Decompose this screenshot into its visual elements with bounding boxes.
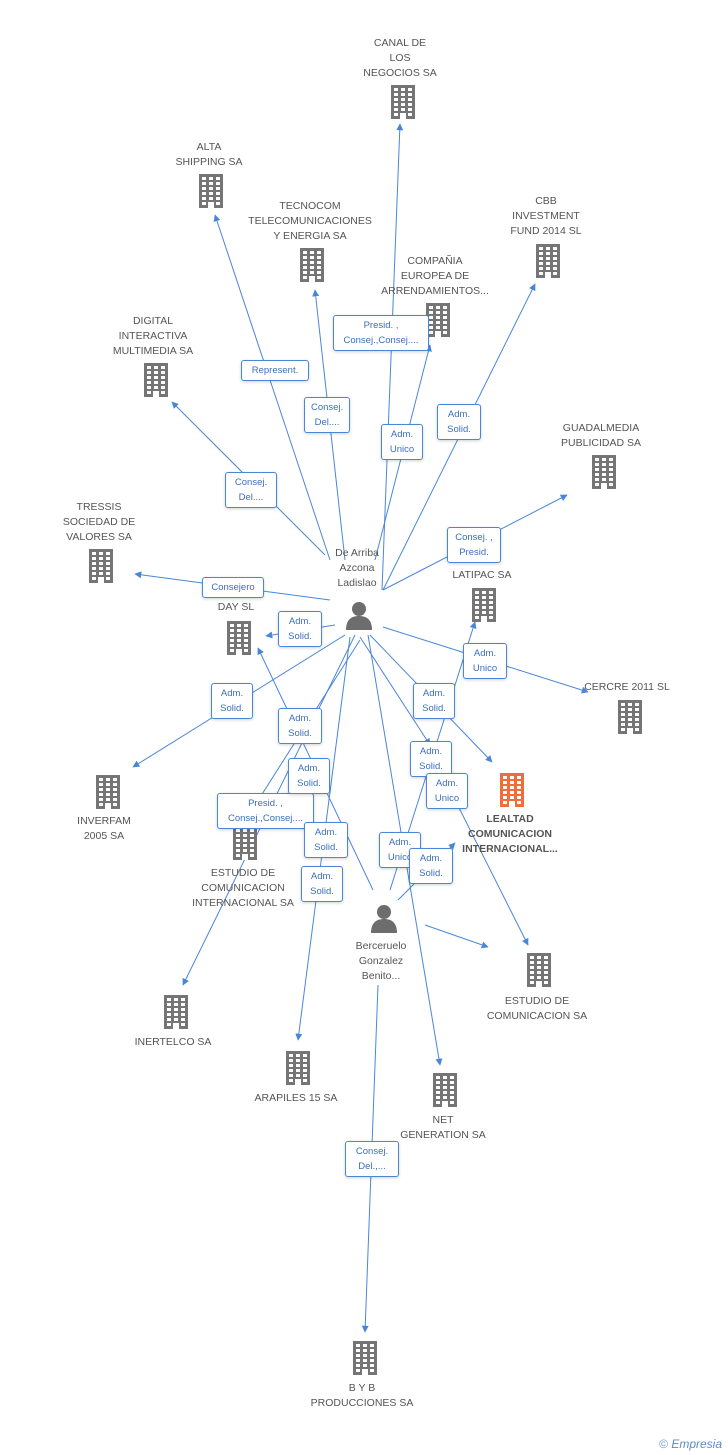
person-icon[interactable] [369,903,399,938]
relation-label[interactable]: Adm. Solid. [288,758,330,794]
person-label[interactable]: Berceruelo Gonzalez Benito... [355,940,407,982]
relation-label[interactable]: Represent. [241,360,309,381]
company-label[interactable]: CBB INVESTMENT FUND 2014 SL [510,195,582,237]
building-icon[interactable] [231,826,259,865]
company-label[interactable]: ARAPILES 15 SA [254,1092,338,1104]
building-icon[interactable] [534,244,562,283]
company-label[interactable]: ESTUDIO DE COMUNICACION SA [486,995,588,1022]
company-label[interactable]: DAY SL [217,601,255,613]
relation-label[interactable]: Presid. , Consej.,Consej.... [333,315,429,351]
building-icon[interactable] [197,174,225,213]
relation-label[interactable]: Adm. Solid. [301,866,343,902]
building-icon[interactable] [525,953,553,992]
relation-label[interactable]: Consej. Del.... [225,472,277,508]
relation-label[interactable]: Adm. Solid. [304,822,348,858]
brand-name: Empresia [671,1437,722,1451]
company-label[interactable]: LATIPAC SA [452,569,512,581]
edge-line [359,636,431,746]
company-label[interactable]: TRESSIS SOCIEDAD DE VALORES SA [62,501,136,543]
relation-label[interactable]: Adm. Unico [426,773,468,809]
building-icon[interactable] [162,995,190,1034]
company-label[interactable]: DIGITAL INTERACTIVA MULTIMEDIA SA [112,315,194,357]
relation-label[interactable]: Adm. Solid. [410,741,452,777]
relation-label[interactable]: Adm. Solid. [409,848,453,884]
building-icon[interactable] [142,363,170,402]
relation-label[interactable]: Consej. Del.,... [345,1141,399,1177]
building-icon[interactable] [225,621,253,660]
relation-label[interactable]: Adm. Solid. [413,683,455,719]
relation-label[interactable]: Consej. , Presid. [447,527,501,563]
relation-label[interactable]: Consejero [202,577,264,598]
building-icon[interactable] [284,1051,312,1090]
company-label[interactable]: GUADALMEDIA PUBLICIDAD SA [561,422,641,449]
relation-label[interactable]: Adm. Solid. [278,611,322,647]
company-label[interactable]: ESTUDIO DE COMUNICACION INTERNACIONAL SA [192,867,294,909]
company-label[interactable]: INERTELCO SA [134,1036,212,1048]
relation-label[interactable]: Adm. Unico [381,424,423,460]
building-icon[interactable] [94,775,122,814]
building-icon[interactable] [298,248,326,287]
company-label[interactable]: B Y B PRODUCCIONES SA [310,1382,414,1409]
building-icon[interactable] [498,773,526,812]
company-label[interactable]: CERCRE 2011 SL [584,681,670,693]
building-icon[interactable] [590,455,618,494]
relation-label[interactable]: Adm. Solid. [211,683,253,719]
company-label[interactable]: LEALTAD COMUNICACION INTERNACIONAL... [462,813,558,855]
footer-credit[interactable]: © Empresia [659,1437,722,1451]
building-icon[interactable] [389,85,417,124]
building-icon[interactable] [431,1073,459,1112]
company-label[interactable]: COMPAÑIA EUROPEA DE ARRENDAMIENTOS... [381,255,489,297]
relation-label[interactable]: Consej. Del.... [304,397,350,433]
person-icon[interactable] [344,600,374,635]
company-label[interactable]: CANAL DE LOS NEGOCIOS SA [363,37,437,79]
relation-label[interactable]: Adm. Solid. [278,708,322,744]
copyright-symbol: © [659,1437,668,1451]
building-icon[interactable] [616,700,644,739]
building-icon[interactable] [351,1341,379,1380]
edge-line [381,123,404,591]
company-label[interactable]: ALTA SHIPPING SA [175,141,243,168]
company-label[interactable]: INVERFAM 2005 SA [77,815,131,842]
relation-label[interactable]: Adm. Solid. [437,404,481,440]
building-icon[interactable] [470,588,498,627]
edge-line [424,924,489,949]
company-label[interactable]: NET GENERATION SA [400,1114,486,1141]
edge-line [213,214,331,561]
relation-label[interactable]: Presid. , Consej.,Consej.... [217,793,314,829]
company-label[interactable]: TECNOCOM TELECOMUNICACIONES Y ENERGIA SA [248,200,372,242]
relation-label[interactable]: Adm. Unico [463,643,507,679]
person-label[interactable]: De Arriba Azcona Ladislao [335,547,379,589]
building-icon[interactable] [424,303,452,342]
building-icon[interactable] [87,549,115,588]
